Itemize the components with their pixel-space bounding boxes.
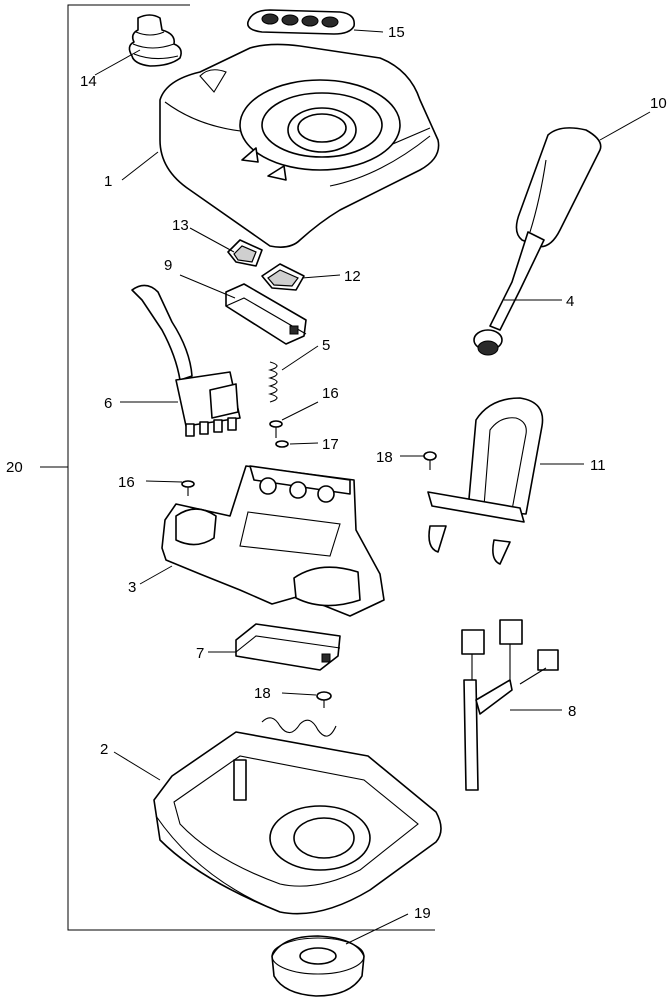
wire-harness-part [461,619,562,791]
coupling-part [271,913,409,997]
callout-label-1: 1 [104,173,112,190]
callout-label-7: 7 [196,645,204,662]
button-strip-part [246,9,384,35]
callout-label-16: 16 [322,385,339,402]
callout-label-9: 9 [164,257,172,274]
callout-label-17: 17 [322,436,339,453]
callout-label-3: 3 [128,579,136,596]
callout-label-18: 18 [254,685,271,702]
electronic-module-part [208,623,341,671]
callout-label-4: 4 [566,293,574,310]
sensor-block-part [179,274,307,345]
callout-label-20: 20 [6,459,23,476]
handle-grip-part [515,111,651,248]
u-bracket-part [427,397,584,565]
callout-label-12: 12 [344,268,361,285]
callout-label-16: 16 [118,474,135,491]
callout-label-15: 15 [388,24,405,41]
callout-label-8: 8 [568,703,576,720]
rubber-boot-part [94,14,182,76]
assembly-bracket [40,4,435,931]
callout-label-2: 2 [100,741,108,758]
spring-part [267,345,319,403]
callout-label-5: 5 [322,337,330,354]
callout-label-6: 6 [104,395,112,412]
shaft-part [473,231,562,356]
washer-part [275,440,319,448]
callout-label-11: 11 [590,457,606,474]
pin-part [281,691,332,708]
small-button-part [189,227,263,267]
top-housing-part [121,43,440,248]
screw-part [145,480,195,496]
screw-part [269,401,319,438]
pin-part [400,451,437,470]
joystick-part [120,284,241,437]
base-housing-part [113,717,442,915]
callout-label-19: 19 [414,905,431,922]
callout-label-13: 13 [172,217,189,234]
callout-labels: 20 1 2 3 4 5 6 7 8 9 10 11 12 13 14 15 1… [6,24,667,922]
mounting-plate-part [139,465,385,617]
callout-label-18: 18 [376,449,393,466]
callout-label-14: 14 [80,73,97,90]
small-button-part [261,263,341,291]
callout-label-10: 10 [650,95,667,112]
